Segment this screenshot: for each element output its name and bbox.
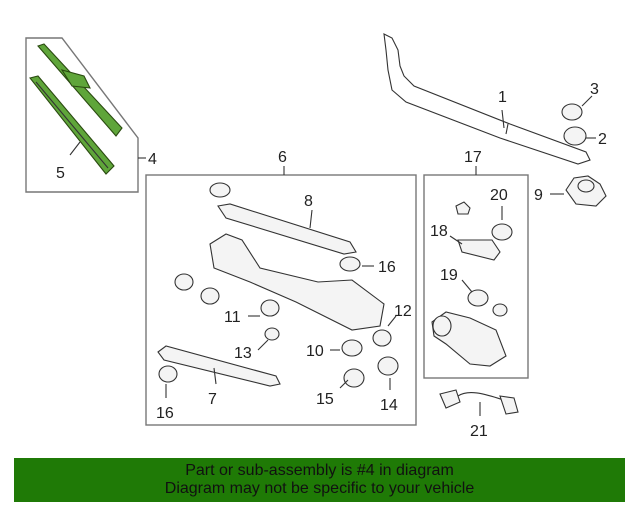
callout-12: 12 (394, 303, 412, 320)
wiper-blade-upper[interactable] (37, 43, 123, 137)
motor-grommet-20[interactable] (491, 223, 513, 241)
callout-9: 9 (534, 187, 543, 204)
callout-21: 21 (470, 423, 488, 440)
callout-4: 4 (148, 151, 157, 168)
banner-line-2: Diagram may not be specific to your vehi… (164, 480, 475, 497)
callout-13: 13 (234, 345, 252, 362)
callout-3: 3 (590, 81, 599, 98)
linkage-group: 6 8 16 11 13 7 16 12 10 15 14 (145, 149, 417, 426)
wiper-blade-inset[interactable]: 5 4 (25, 37, 157, 193)
harness-connector[interactable] (439, 389, 461, 409)
wiper-blade-connector (60, 69, 91, 89)
callout-20: 20 (490, 187, 508, 204)
callout-16-lower: 16 (156, 405, 174, 422)
callout-8: 8 (304, 193, 313, 210)
callout-16-upper: 16 (378, 259, 396, 276)
harness-wire[interactable] (457, 392, 505, 401)
callout-1: 1 (498, 89, 507, 106)
motor-group: 17 20 18 19 (423, 149, 529, 379)
bushing-14[interactable] (377, 356, 399, 376)
callout-7: 7 (208, 391, 217, 408)
grommet-top[interactable] (209, 182, 231, 198)
bushing-15[interactable] (343, 368, 365, 388)
arm-cover[interactable] (563, 126, 587, 146)
callout-2: 2 (598, 131, 607, 148)
motor-bushing-19[interactable] (467, 289, 489, 307)
callout-19: 19 (440, 267, 458, 284)
wiper-arm[interactable] (383, 33, 591, 165)
banner-line-1: Part or sub-assembly is #4 in diagram (185, 462, 454, 479)
callout-10: 10 (306, 343, 324, 360)
bushing-16-upper[interactable] (339, 256, 361, 272)
bushing-12[interactable] (372, 329, 392, 347)
bushing-11[interactable] (260, 299, 280, 317)
bushing-13[interactable] (264, 327, 280, 341)
link-rod-upper[interactable] (217, 203, 357, 255)
bushing-10[interactable] (341, 339, 363, 357)
arm-nut-cap[interactable] (561, 103, 583, 121)
callout-15: 15 (316, 391, 334, 408)
wiper-arm-group: 1 3 2 9 (383, 33, 607, 207)
parts-diagram: 5 4 1 3 2 9 6 8 16 11 (25, 33, 607, 440)
harness-group: 21 (439, 389, 519, 440)
callout-18: 18 (430, 223, 448, 240)
callout-5: 5 (56, 165, 65, 182)
callout-14: 14 (380, 397, 398, 414)
inset-frame (25, 37, 139, 193)
motor-crank-arm[interactable] (457, 239, 501, 261)
link-rod-lower[interactable] (157, 345, 281, 387)
callout-11: 11 (224, 309, 241, 326)
bushing-16-lower[interactable] (158, 365, 178, 383)
callout-17: 17 (464, 149, 482, 166)
linkage-assembly[interactable] (209, 233, 385, 331)
linkage-frame (145, 174, 417, 426)
motor-nut[interactable] (455, 201, 471, 215)
callout-6: 6 (278, 149, 287, 166)
sub-assembly-banner: Part or sub-assembly is #4 in diagram Di… (14, 458, 625, 502)
